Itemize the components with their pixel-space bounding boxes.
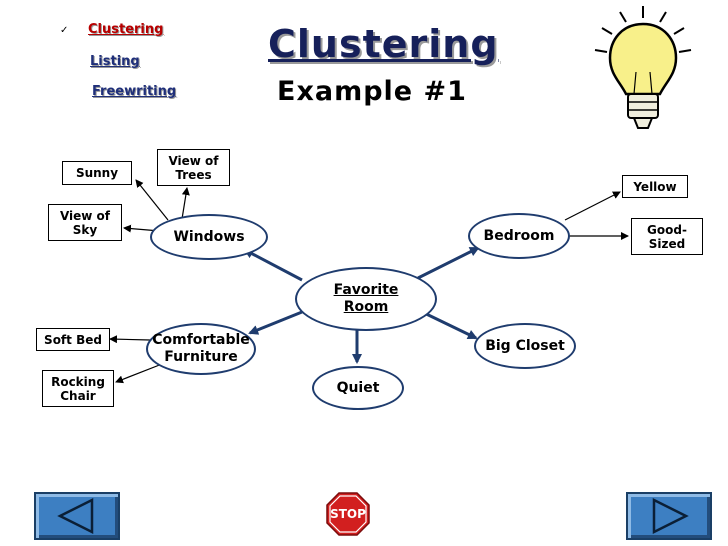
lightbulb-icon xyxy=(594,6,692,129)
node-bedroom-label: Bedroom xyxy=(483,227,555,244)
back-button[interactable] xyxy=(34,492,120,540)
leaf-good-sized: Good- Sized xyxy=(631,218,703,255)
leaf-good-sized-label: Good- Sized xyxy=(647,222,687,251)
leaf-view-of-trees: View of Trees xyxy=(157,149,230,186)
node-furniture-label: Comfortable Furniture xyxy=(152,332,250,365)
arrow-to-soft-bed xyxy=(109,335,151,344)
arrow-to-bedroom xyxy=(417,246,480,280)
arrow-to-furniture xyxy=(248,310,303,335)
leaf-view-of-sky: View of Sky xyxy=(48,204,122,241)
stop-button[interactable]: STOP xyxy=(326,492,370,536)
leaf-rocking-chair-label: Rocking Chair xyxy=(51,374,105,403)
node-bedroom: Bedroom xyxy=(468,213,570,259)
leaf-sky-label: View of Sky xyxy=(59,208,111,237)
center-node-label: Favorite Room xyxy=(333,282,399,315)
leaf-sunny-label: Sunny xyxy=(75,166,119,180)
node-windows-label: Windows xyxy=(173,228,245,245)
page-title: Clustering xyxy=(268,22,499,66)
back-triangle-icon xyxy=(57,497,94,535)
node-comfortable-furniture: Comfortable Furniture xyxy=(146,323,256,375)
leaf-yellow: Yellow xyxy=(622,175,688,198)
menu-item-listing[interactable]: Listing xyxy=(90,54,140,69)
menu-item-clustering[interactable]: Clustering xyxy=(88,22,164,37)
forward-button[interactable] xyxy=(626,492,712,540)
forward-triangle-icon xyxy=(652,497,689,535)
arrow-to-trees xyxy=(181,187,190,220)
arrow-to-yellow xyxy=(564,191,621,221)
node-closet-label: Big Closet xyxy=(485,337,565,354)
leaf-rocking-chair: Rocking Chair xyxy=(42,370,114,407)
checkmark-icon: ✓ xyxy=(60,25,69,36)
leaf-soft-bed-label: Soft Bed xyxy=(44,332,102,347)
page-subtitle: Example #1 xyxy=(277,76,467,107)
center-node-favorite-room: Favorite Room xyxy=(295,267,437,331)
stop-sign-icon xyxy=(326,492,370,536)
leaf-soft-bed: Soft Bed xyxy=(36,328,110,351)
leaf-trees-label: View of Trees xyxy=(168,153,219,182)
arrow-to-sunny xyxy=(135,179,169,221)
leaf-sunny: Sunny xyxy=(62,161,132,185)
leaf-yellow-label: Yellow xyxy=(633,179,677,194)
node-quiet: Quiet xyxy=(312,366,404,410)
menu-item-freewriting[interactable]: Freewriting xyxy=(92,84,177,99)
arrow-to-windows xyxy=(243,248,303,282)
node-big-closet: Big Closet xyxy=(474,323,576,369)
arrow-to-rocking-chair xyxy=(115,363,163,384)
stop-sign-label: STOP xyxy=(330,507,366,521)
node-quiet-label: Quiet xyxy=(336,379,380,396)
node-windows: Windows xyxy=(150,214,268,260)
